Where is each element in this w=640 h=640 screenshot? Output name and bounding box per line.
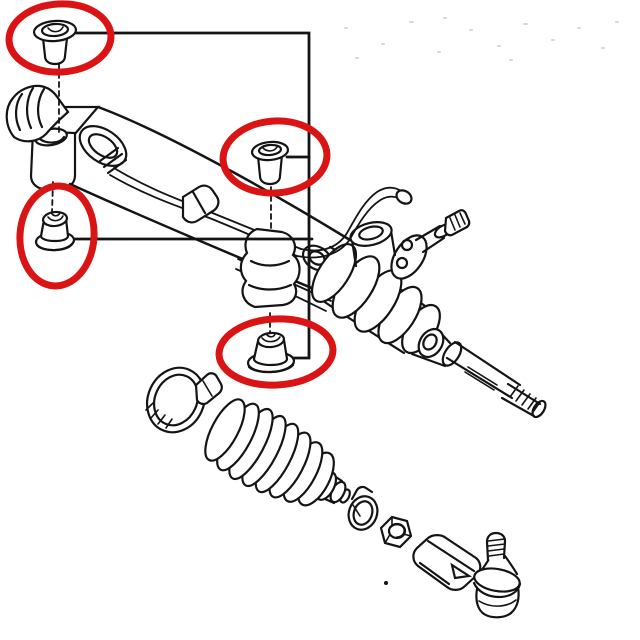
pipe-loop-upper — [300, 186, 406, 252]
ball-socket-side-right — [509, 585, 520, 615]
grommet-3-nub — [51, 212, 61, 217]
pinion-tower-cap-inner — [358, 225, 384, 241]
grommet-2-opening — [257, 143, 283, 157]
stray-dot — [384, 581, 388, 585]
boot-clamp-screw-slot — [202, 380, 213, 397]
wire-clamp-tab — [350, 485, 374, 501]
pipe-mid-fitting-line — [191, 190, 207, 215]
boot-clamp-inner — [152, 373, 200, 427]
ball-socket-rim-2 — [472, 581, 522, 599]
grommet-3-inner-detail — [47, 215, 64, 222]
grommet-1-body — [41, 36, 69, 66]
tube-mouth-collar-inner — [87, 133, 119, 159]
scan-noise-specks — [344, 17, 619, 61]
grommet-4-flange-rim — [247, 363, 295, 374]
pinion-tower-cap — [349, 221, 393, 247]
grommet-3-opening — [41, 210, 69, 228]
grommet-2-body — [256, 153, 284, 186]
tie-rod-flat-1 — [467, 366, 498, 386]
valve-end-ring — [417, 327, 445, 359]
grommet-3-flange-rim — [35, 242, 74, 252]
leader-line-main — [74, 31, 311, 360]
highlight-circle-1 — [5, 0, 115, 76]
valve-stub-bottom — [410, 352, 447, 368]
highlight-circle-2 — [219, 117, 331, 197]
pipe-loop-lower — [296, 195, 405, 259]
tie-rod-end-arm-top-line — [426, 539, 476, 573]
wire-clamp-band-line — [352, 504, 361, 517]
tie-rod-end-arm-notch — [450, 562, 473, 580]
input-shaft-side-1 — [414, 224, 442, 242]
ball-stud-taper-right — [503, 554, 519, 576]
tie-rod-end-arm-edge-line — [418, 561, 451, 586]
ball-socket-band — [478, 599, 517, 607]
tie-rod-flat-2 — [464, 371, 495, 391]
end-cap-ridge-2 — [26, 86, 35, 130]
grommet-4-inner-detail — [261, 336, 281, 343]
grommet-2-inner-detail — [262, 146, 278, 152]
valve-end-ring-inner — [422, 333, 438, 351]
grommet-1-inner-detail — [47, 26, 64, 33]
boot-fold-1 — [204, 398, 246, 462]
ball-socket-bottom — [482, 611, 513, 619]
bracket-contour-1 — [249, 259, 291, 267]
end-cap-ridge-1 — [15, 92, 24, 132]
input-shaft-side-2 — [421, 236, 446, 254]
pipe-union-ribs — [98, 146, 128, 175]
spline-hatch — [449, 212, 466, 231]
flange-bolt-hole-1 — [400, 238, 414, 252]
end-cap-ridge-3 — [37, 87, 46, 129]
pinion-tower-side-left — [350, 238, 358, 268]
mount-boss-hole-inner — [38, 135, 66, 144]
ball-socket-side-left — [475, 587, 486, 616]
rack-tube-top-edge — [96, 105, 352, 242]
boot-clamp-band-ticks — [145, 402, 173, 429]
wire-clamp-inner — [352, 500, 374, 526]
flange-bolt-hole-2 — [395, 256, 409, 270]
banjo-fitting — [395, 189, 413, 205]
ball-stud-threads — [487, 538, 506, 557]
grommet-4-nub — [266, 333, 276, 338]
bracket-contour-2 — [247, 283, 293, 291]
inner-tie-rod-bottom — [445, 356, 514, 400]
grommet-4-opening — [256, 331, 286, 349]
tie-rod-thread-bottom — [500, 396, 536, 418]
inner-tie-rod-top — [453, 340, 522, 387]
lock-nut-thread — [390, 523, 405, 538]
pinion-tower-side-right — [389, 229, 397, 257]
grommet-1-opening — [40, 22, 70, 38]
highlight-circle-3 — [16, 182, 98, 290]
highlight-circle-4 — [215, 315, 337, 389]
input-shaft-spline — [443, 209, 471, 237]
tie-rod-thread-hatch — [509, 385, 541, 413]
tie-rod-thread-tip — [531, 399, 547, 419]
center-mount-bracket — [239, 227, 301, 309]
wire-clamp-outer — [347, 495, 379, 531]
